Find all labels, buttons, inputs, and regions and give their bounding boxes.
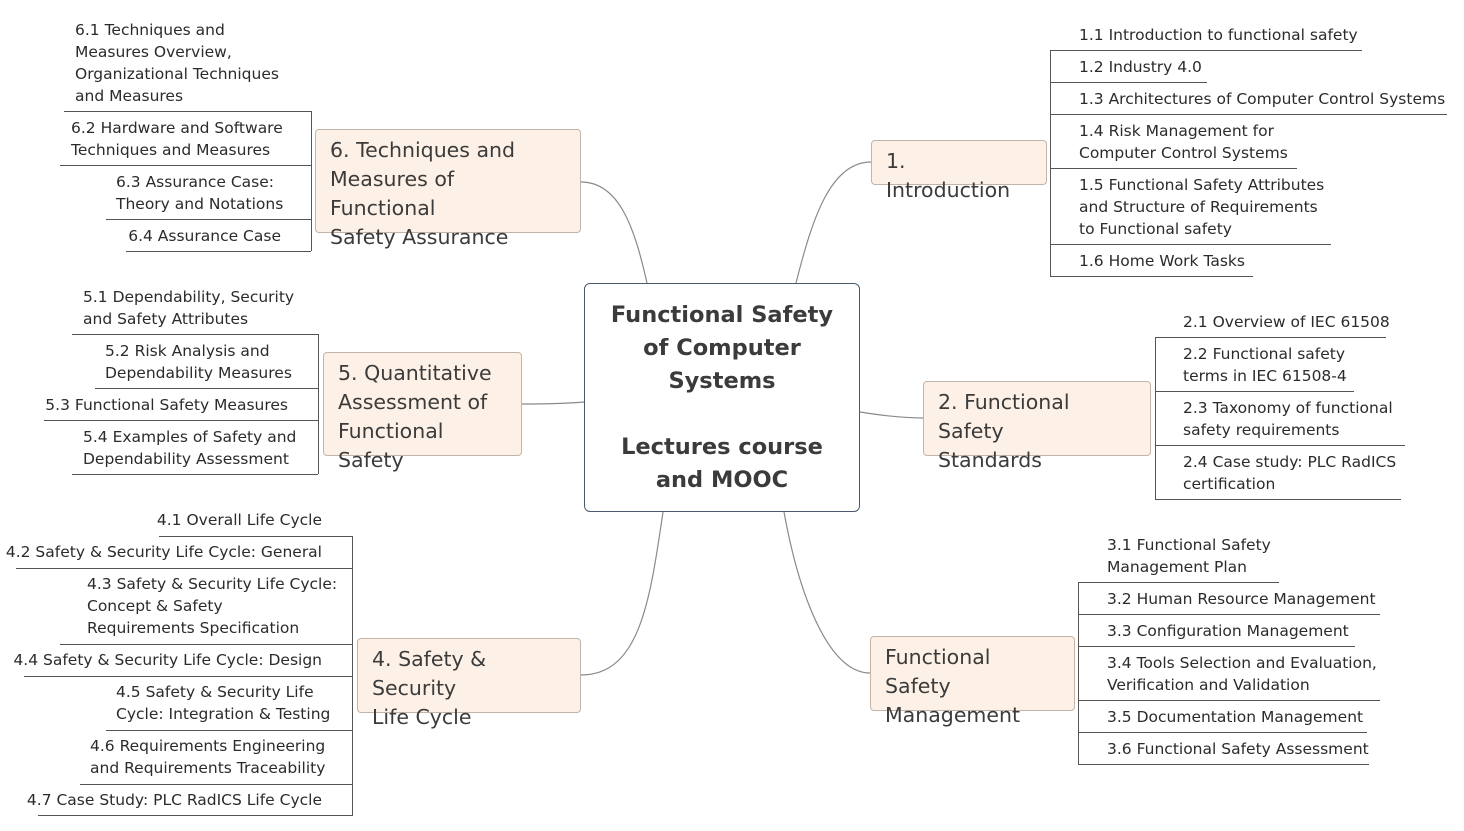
topic-4-4-underline	[24, 676, 352, 677]
topic-5-2-underline	[95, 388, 318, 389]
topic-1-2-underline	[1050, 82, 1207, 83]
topic-1-4-underline	[1050, 168, 1297, 169]
topic-4-5-underline	[106, 730, 352, 731]
topic-6-2[interactable]: 6.2 Hardware and Software Techniques and…	[71, 119, 283, 159]
connector-center-to-quantitative	[521, 401, 585, 405]
topic-3-6[interactable]: 3.6 Functional Safety Assessment	[1107, 740, 1369, 758]
bracket-introduction	[1050, 50, 1051, 276]
topic-6-4-underline	[126, 251, 311, 252]
topic-3-5[interactable]: 3.5 Documentation Management	[1107, 708, 1364, 726]
topic-1-1-underline	[1050, 50, 1362, 51]
topic-2-2[interactable]: 2.2 Functional safety terms in IEC 61508…	[1183, 345, 1347, 385]
topic-3-3-underline	[1078, 646, 1355, 647]
branch-standards[interactable]: 2. Functional Safety Standards	[923, 381, 1151, 472]
topic-6-4[interactable]: 6.4 Assurance Case	[128, 227, 281, 245]
topic-2-3-underline	[1155, 445, 1405, 446]
topic-1-6-underline	[1050, 276, 1253, 277]
topic-1-4[interactable]: 1.4 Risk Management for Computer Control…	[1079, 122, 1288, 162]
topic-6-3-underline	[106, 219, 311, 220]
topic-5-4[interactable]: 5.4 Examples of Safety and Dependability…	[83, 428, 297, 468]
topic-1-5[interactable]: 1.5 Functional Safety Attributes and Str…	[1079, 176, 1325, 238]
topic-3-2-underline	[1078, 614, 1380, 615]
topic-4-2[interactable]: 4.2 Safety & Security Life Cycle: Genera…	[5, 543, 322, 561]
connector-center-to-management	[783, 511, 871, 674]
topic-5-3[interactable]: 5.3 Functional Safety Measures	[45, 396, 288, 414]
central-topic[interactable]: Functional Safety of Computer Systems Le…	[584, 283, 860, 512]
topic-3-4-underline	[1078, 700, 1380, 701]
topic-5-1-underline	[72, 334, 318, 335]
topic-4-4[interactable]: 4.4 Safety & Security Life Cycle: Design	[13, 651, 322, 669]
topic-4-6-underline	[80, 784, 352, 785]
topic-4-7[interactable]: 4.7 Case Study: PLC RadICS Life Cycle	[26, 791, 322, 809]
bracket-standards	[1155, 337, 1156, 499]
topic-1-6[interactable]: 1.6 Home Work Tasks	[1079, 252, 1245, 270]
bracket-management	[1078, 582, 1079, 764]
bracket-lifecycle	[352, 536, 353, 816]
bracket-quantitative	[318, 334, 319, 474]
topic-4-2-underline	[16, 568, 352, 569]
topic-3-5-underline	[1078, 732, 1367, 733]
topic-1-2[interactable]: 1.2 Industry 4.0	[1079, 58, 1202, 76]
topic-3-6-underline	[1078, 764, 1369, 765]
topic-4-5[interactable]: 4.5 Safety & Security Life Cycle: Integr…	[116, 683, 331, 723]
central-topic-title: Functional Safety of Computer Systems	[610, 301, 834, 394]
branch-techniques[interactable]: 6. Techniques and Measures of Functional…	[315, 129, 581, 249]
topic-6-2-underline	[60, 165, 311, 166]
central-topic-subtitle: Lectures course and MOOC	[621, 433, 823, 493]
topic-4-1-underline	[159, 536, 352, 537]
topic-1-3[interactable]: 1.3 Architectures of Computer Control Sy…	[1079, 90, 1446, 108]
topic-5-2[interactable]: 5.2 Risk Analysis and Dependability Meas…	[105, 342, 292, 382]
topic-1-5-underline	[1050, 244, 1331, 245]
branch-introduction[interactable]: 1. Introduction	[871, 140, 1047, 202]
topic-5-3-underline	[44, 420, 318, 421]
connector-center-to-introduction	[795, 161, 872, 284]
topic-2-1[interactable]: 2.1 Overview of IEC 61508	[1183, 313, 1390, 331]
topic-4-6[interactable]: 4.6 Requirements Engineering and Require…	[90, 737, 326, 777]
topic-4-7-underline	[38, 815, 352, 816]
topic-4-3[interactable]: 4.3 Safety & Security Life Cycle: Concep…	[87, 575, 338, 637]
connector-center-to-standards	[859, 411, 924, 419]
connector-center-to-lifecycle	[580, 511, 664, 676]
topic-2-1-underline	[1155, 337, 1386, 338]
topic-4-1[interactable]: 4.1 Overall Life Cycle	[156, 511, 322, 529]
topic-6-3[interactable]: 6.3 Assurance Case: Theory and Notations	[116, 173, 284, 213]
branch-management[interactable]: Functional Safety Management	[870, 636, 1075, 727]
topic-5-1[interactable]: 5.1 Dependability, Security and Safety A…	[83, 288, 295, 328]
topic-2-2-underline	[1155, 391, 1354, 392]
branch-quantitative[interactable]: 5. Quantitative Assessment of Functional…	[323, 352, 522, 472]
topic-2-3[interactable]: 2.3 Taxonomy of functional safety requir…	[1183, 399, 1393, 439]
topic-3-2[interactable]: 3.2 Human Resource Management	[1107, 590, 1376, 608]
topic-3-3[interactable]: 3.3 Configuration Management	[1107, 622, 1349, 640]
topic-2-4[interactable]: 2.4 Case study: PLC RadICS certification	[1183, 453, 1397, 493]
topic-3-1-underline	[1078, 582, 1279, 583]
topic-5-4-underline	[72, 474, 318, 475]
connector-center-to-techniques	[580, 181, 648, 284]
branch-lifecycle[interactable]: 4. Safety & Security Life Cycle	[357, 638, 581, 729]
topic-1-1[interactable]: 1.1 Introduction to functional safety	[1079, 26, 1358, 44]
topic-4-3-underline	[60, 644, 352, 645]
topic-3-4[interactable]: 3.4 Tools Selection and Evaluation, Veri…	[1107, 654, 1377, 694]
topic-3-1[interactable]: 3.1 Functional Safety Management Plan	[1107, 536, 1271, 576]
bracket-techniques	[311, 111, 312, 251]
topic-1-3-underline	[1050, 114, 1447, 115]
topic-6-1-underline	[64, 111, 311, 112]
topic-6-1[interactable]: 6.1 Techniques and Measures Overview, Or…	[75, 21, 279, 105]
topic-2-4-underline	[1155, 499, 1401, 500]
